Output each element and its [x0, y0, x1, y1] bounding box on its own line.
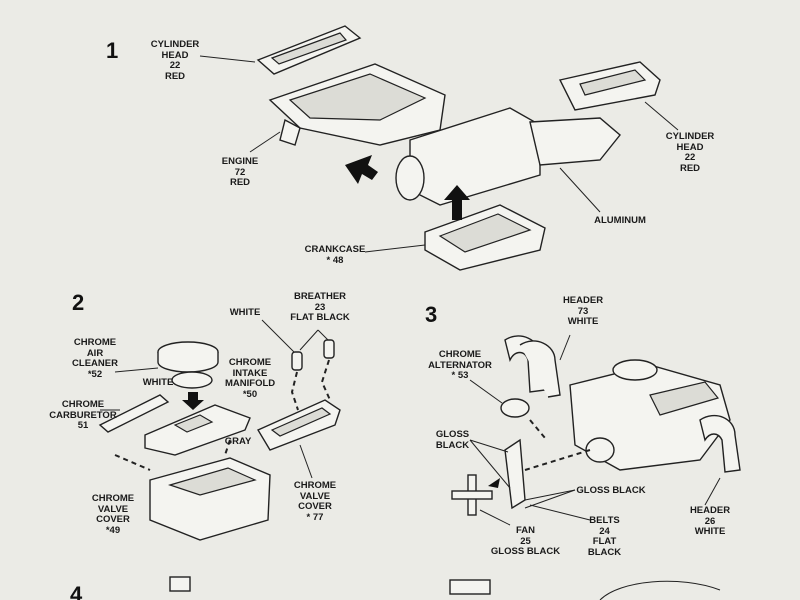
label-gloss-black-right: GLOSS BLACK [576, 485, 646, 496]
air-cleaner-part [114, 341, 219, 373]
label-aluminum: ALUMINUM [594, 215, 646, 226]
engine-block-step2-part [114, 439, 271, 541]
crankcase-part [364, 204, 546, 271]
label-gray: GRAY [224, 436, 252, 447]
engine-block-step3-part [569, 359, 731, 471]
white-filter-part [171, 371, 213, 389]
intake-manifold-part [144, 392, 251, 456]
carburetor-part [98, 394, 170, 433]
step-number-3: 3 [425, 302, 438, 327]
leader-lines-step3 [469, 439, 591, 521]
label-belts: BELTS 24 FLAT BLACK [587, 515, 622, 558]
label-gloss-black-left: GLOSS BLACK [435, 429, 470, 451]
breathers-part [261, 319, 335, 411]
pulley-part [504, 438, 591, 510]
label-white-top: WHITE [229, 307, 261, 318]
fan-part [451, 474, 511, 526]
step-number-2: 2 [72, 290, 85, 315]
alternator-part [469, 379, 546, 439]
cylinder-head-left-part [199, 25, 362, 75]
label-valve-cover-right: CHROME VALVE COVER * 77 [293, 480, 337, 523]
label-valve-cover-left: CHROME VALVE COVER *49 [91, 493, 135, 536]
label-air-cleaner: CHROME AIR CLEANER *52 [72, 337, 118, 380]
arrow-up-icon [444, 185, 470, 220]
step-number-1: 1 [106, 38, 119, 63]
valve-cover-right-part [256, 399, 341, 479]
header-top-part [504, 334, 571, 398]
label-cylinder-head-left: CYLINDER HEAD 22 RED [150, 39, 200, 82]
label-fan: FAN 25 GLOSS BLACK [490, 525, 561, 557]
label-intake-manifold: CHROME INTAKE MANIFOLD *50 [225, 357, 276, 400]
label-header-bottom: HEADER 26 WHITE [689, 505, 731, 537]
step-number-4: 4 [70, 582, 83, 600]
header-bottom-part [699, 415, 741, 506]
label-cylinder-head-right: CYLINDER HEAD 22 RED [665, 131, 715, 174]
label-header-top: HEADER 73 WHITE [562, 295, 604, 327]
label-breather: BREATHER 23 FLAT BLACK [290, 291, 350, 323]
engine-block-part [249, 63, 446, 153]
arrow-left-icon [345, 155, 378, 184]
step4-partial-drawings [169, 576, 721, 600]
label-engine: ENGINE 72 RED [221, 156, 259, 188]
label-white-mid: WHITE [142, 377, 174, 388]
aluminum-housing-part [395, 107, 621, 213]
cylinder-head-right-part [558, 61, 679, 131]
label-crankcase: CRANKCASE * 48 [304, 244, 366, 266]
label-carburetor: CHROME CARBURETOR 51 [49, 399, 117, 431]
label-alternator: CHROME ALTERNATOR * 53 [428, 349, 492, 381]
